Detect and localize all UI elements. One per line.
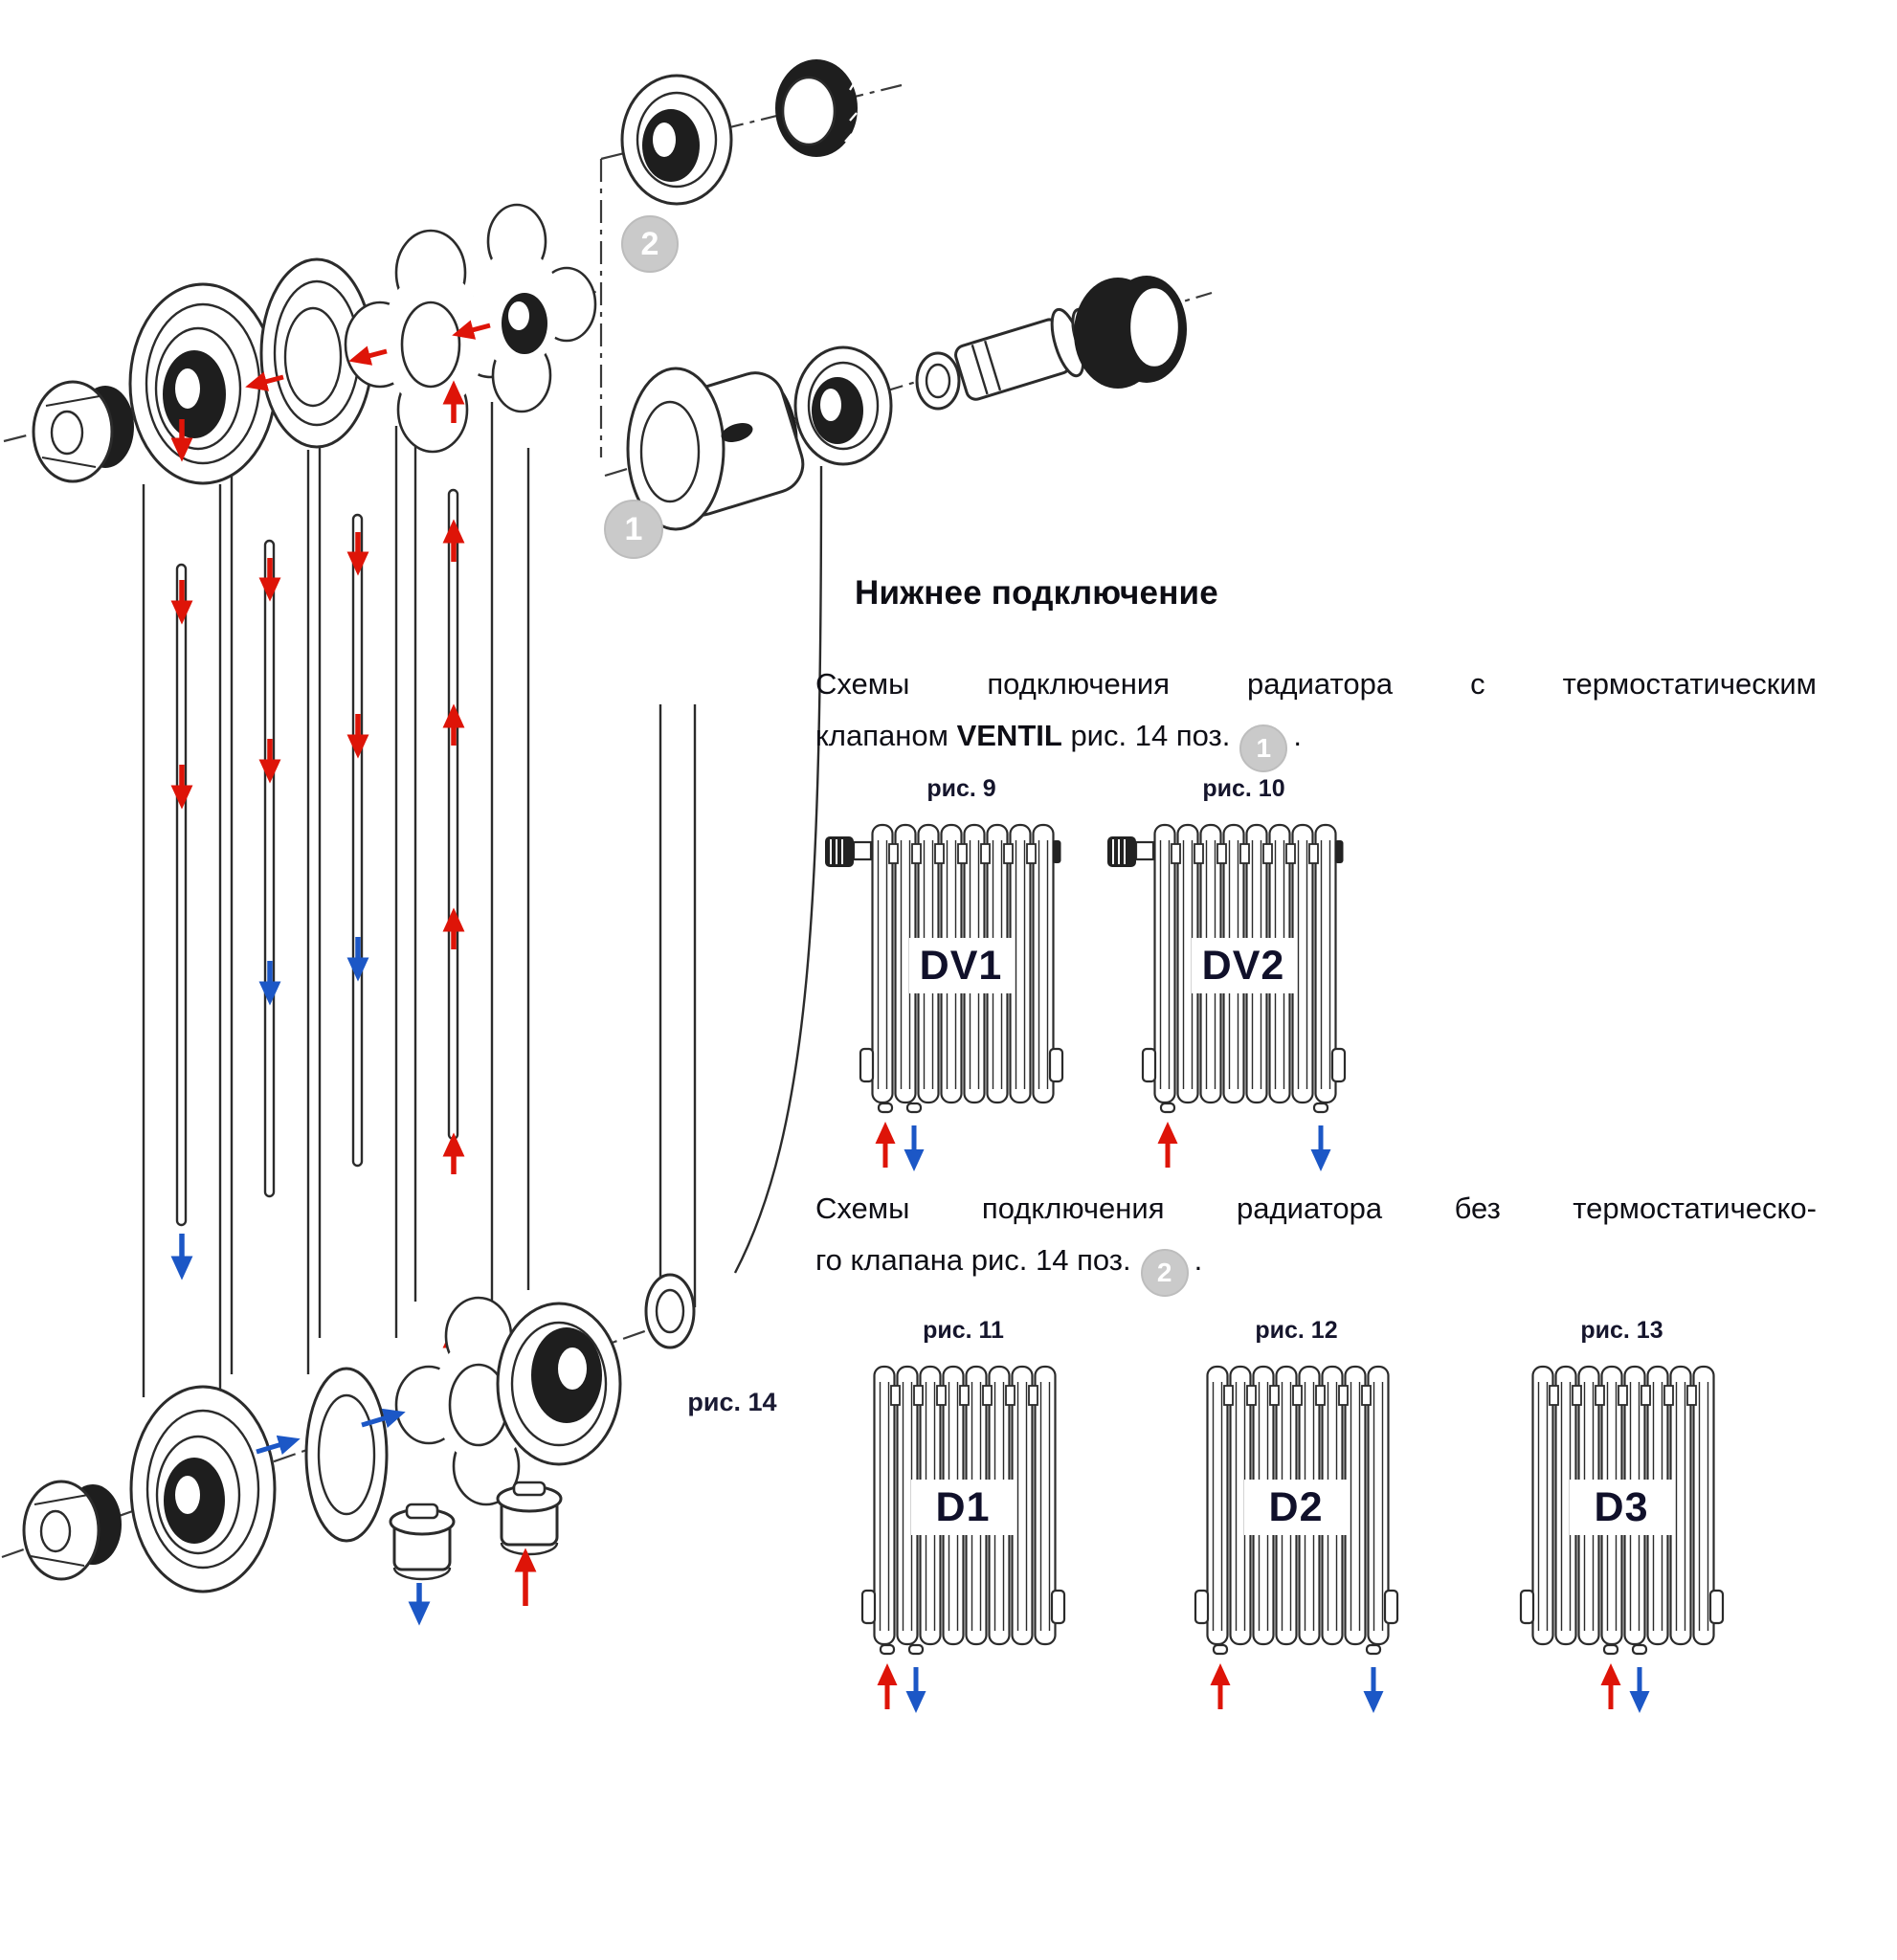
paragraph-line: клапаном VENTIL рис. 14 поз.1. bbox=[815, 710, 1817, 772]
paragraph-line: Схемы подключения радиатора без термоста… bbox=[815, 1192, 1817, 1225]
radiator-columns bbox=[142, 402, 494, 1397]
supply-axis-arrows bbox=[245, 320, 491, 391]
gasket-ring bbox=[915, 351, 961, 411]
line-art bbox=[1, 59, 1213, 1626]
figure-caption: рис. 9 bbox=[926, 775, 996, 802]
union-nut bbox=[775, 59, 858, 157]
figure-caption: рис. 13 bbox=[1580, 1317, 1663, 1344]
figure-caption: рис. 11 bbox=[923, 1317, 1004, 1344]
return-axis-arrows bbox=[256, 1408, 406, 1455]
radiator-model-label: D1 bbox=[911, 1480, 1015, 1535]
valve-stem bbox=[1134, 840, 1155, 861]
radiator-model-label: DV1 bbox=[909, 938, 1013, 993]
paragraph-without-valve: Схемы подключения радиатора без термоста… bbox=[815, 1183, 1817, 1297]
inline-position-badge-1: 1 bbox=[1239, 724, 1288, 772]
figure-d1: рис. 11 D1 bbox=[820, 1317, 1088, 1749]
radiator-model-label: D2 bbox=[1244, 1480, 1348, 1535]
paragraph-line: го клапана рис. 14 поз.2. bbox=[815, 1235, 1817, 1297]
figure-caption: рис. 10 bbox=[1202, 775, 1285, 802]
cold-flow-arrows bbox=[170, 937, 369, 1281]
tail-piece-flange bbox=[620, 74, 733, 206]
radiator-model-label: D3 bbox=[1570, 1480, 1673, 1535]
bottom-right-collector bbox=[496, 1302, 622, 1466]
brand-name: VENTIL bbox=[956, 719, 1062, 752]
paragraph-line: Схемы подключения радиатора с термостати… bbox=[815, 667, 1817, 701]
thermostatic-valve-icon bbox=[1107, 836, 1136, 867]
bottom-connection-left bbox=[389, 1503, 456, 1581]
paragraph-with-valve: Схемы подключения радиатора с термостати… bbox=[815, 658, 1817, 772]
position-badge-2: 2 bbox=[621, 215, 679, 273]
valve-stem bbox=[852, 840, 873, 861]
section-plate-back bbox=[473, 203, 597, 413]
ventil-valve-insert bbox=[626, 367, 805, 531]
radiator-model-label: DV2 bbox=[1192, 938, 1295, 993]
protective-cap-knob bbox=[1074, 276, 1201, 389]
bottom-plug bbox=[22, 1480, 122, 1581]
figure-d3: рис. 13 D3 bbox=[1479, 1317, 1747, 1749]
section-plate-front bbox=[344, 229, 526, 454]
valve-flange-nut bbox=[793, 345, 893, 466]
figure-14-caption: рис. 14 bbox=[687, 1388, 777, 1416]
bottom-middle-collector bbox=[304, 1367, 389, 1543]
position-badge-1: 1 bbox=[604, 500, 663, 559]
figure-dv2: рис. 10 DV2 bbox=[1101, 775, 1369, 1208]
top-left-collector bbox=[128, 282, 278, 485]
bottom-left-collector bbox=[129, 1385, 277, 1593]
figure-dv1: рис. 9 DV1 bbox=[818, 775, 1086, 1208]
figure-d2: рис. 12 D2 bbox=[1153, 1317, 1421, 1749]
radiator-diagram bbox=[1519, 1365, 1725, 1713]
end-plug-icon bbox=[1334, 840, 1344, 863]
top-plug bbox=[32, 380, 134, 483]
hot-flow-arrows bbox=[170, 380, 465, 1365]
end-plug-icon bbox=[1052, 840, 1061, 863]
section-heading: Нижнее подключение bbox=[855, 574, 1218, 612]
bottom-far-collector bbox=[644, 1273, 696, 1349]
thermostatic-valve-icon bbox=[825, 836, 854, 867]
figure-caption: рис. 12 bbox=[1255, 1317, 1338, 1344]
inline-position-badge-2: 2 bbox=[1140, 1249, 1189, 1297]
